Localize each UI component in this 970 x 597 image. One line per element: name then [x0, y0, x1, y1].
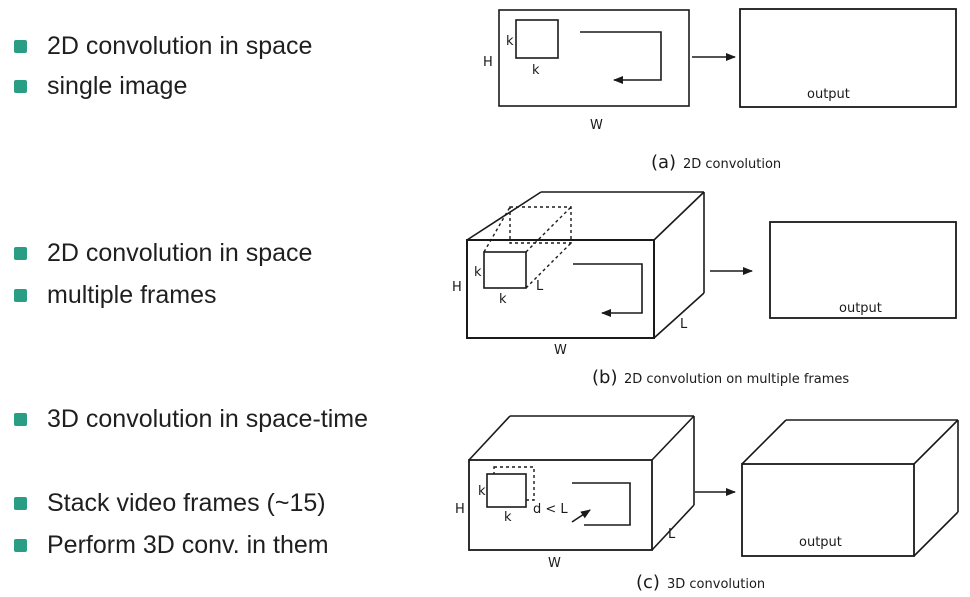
caption-text: 2D convolution on multiple frames	[624, 372, 849, 387]
width-label: W	[548, 556, 561, 571]
bullet-item: multiple frames	[14, 280, 217, 310]
caption-text: 2D convolution	[683, 157, 781, 172]
bullet-marker	[14, 538, 27, 552]
output-cube-edge	[913, 419, 959, 465]
bullet-marker	[14, 79, 27, 93]
front-face	[468, 459, 653, 551]
panel-a: H W k k output (a) 2D convolution	[483, 8, 957, 173]
caption-letter: (c)	[636, 572, 660, 593]
output-cube-edge	[741, 419, 787, 465]
panel-b: H W k k L L output (b) 2D convolution on…	[452, 191, 957, 388]
bullet-marker	[14, 39, 27, 53]
depth-label: L	[680, 317, 688, 332]
width-label: W	[590, 118, 603, 133]
sliding-path-arrow	[580, 31, 662, 84]
output-cube-edge	[913, 511, 959, 557]
sliding-path-arrow	[573, 263, 643, 317]
output-label: output	[807, 87, 850, 102]
bullet-item: 2D convolution in space	[14, 31, 312, 61]
depth-edge	[653, 292, 705, 339]
bullet-item: single image	[14, 71, 187, 101]
output-cube-front	[741, 463, 915, 557]
bullet-text: Stack video frames (~15)	[47, 489, 326, 517]
panel-c: H W k k d < L L output (c) 3D convolutio…	[455, 415, 959, 593]
caption-letter: (b)	[592, 367, 617, 388]
depth-edge	[653, 191, 705, 241]
output-box	[769, 221, 957, 319]
bullet-item: 3D convolution in space-time	[14, 404, 368, 434]
bullet-text: 2D convolution in space	[47, 32, 313, 60]
kernel-length-label: L	[536, 279, 544, 294]
output-label: output	[799, 535, 842, 550]
bullet-marker	[14, 412, 27, 426]
sliding-arrow	[571, 509, 591, 523]
width-label: W	[554, 343, 567, 358]
kernel-box	[486, 473, 527, 508]
bullet-item: 2D convolution in space	[14, 238, 312, 268]
bullet-text: Perform 3D conv. in them	[47, 531, 329, 559]
height-label: H	[455, 502, 465, 517]
bullet-text: multiple frames	[47, 281, 217, 309]
kernel-prism-dashed	[483, 206, 572, 289]
kernel-depth-label: d < L	[533, 502, 568, 517]
bullet-marker	[14, 246, 27, 260]
bullet-marker	[14, 288, 27, 302]
depth-edge	[468, 415, 511, 461]
kernel-bottom-label: k	[504, 510, 512, 525]
kernel-side-label: k	[474, 265, 482, 280]
bullet-text: single image	[47, 72, 188, 100]
output-box	[739, 8, 957, 108]
bullet-item: Perform 3D conv. in them	[14, 530, 329, 560]
kernel-bottom-label: k	[532, 63, 540, 78]
bullet-text: 3D convolution in space-time	[47, 405, 368, 433]
kernel-box	[515, 19, 559, 59]
depth-edge	[651, 415, 695, 461]
kernel-box	[483, 251, 527, 289]
caption-text: 3D convolution	[667, 577, 765, 592]
kernel-side-label: k	[506, 34, 514, 49]
caption-letter: (a)	[651, 152, 676, 173]
depth-label: L	[668, 527, 676, 542]
height-label: H	[483, 55, 493, 70]
input-image	[498, 9, 690, 107]
output-label: output	[839, 301, 882, 316]
depth-edge	[466, 191, 542, 241]
front-face	[466, 239, 655, 339]
sliding-path	[572, 482, 631, 526]
bullet-marker	[14, 496, 27, 510]
height-label: H	[452, 280, 462, 295]
bullet-item: Stack video frames (~15)	[14, 488, 326, 518]
bullet-text: 2D convolution in space	[47, 239, 313, 267]
depth-edge	[651, 504, 695, 551]
kernel-bottom-label: k	[499, 292, 507, 307]
kernel-side-label: k	[478, 484, 486, 499]
